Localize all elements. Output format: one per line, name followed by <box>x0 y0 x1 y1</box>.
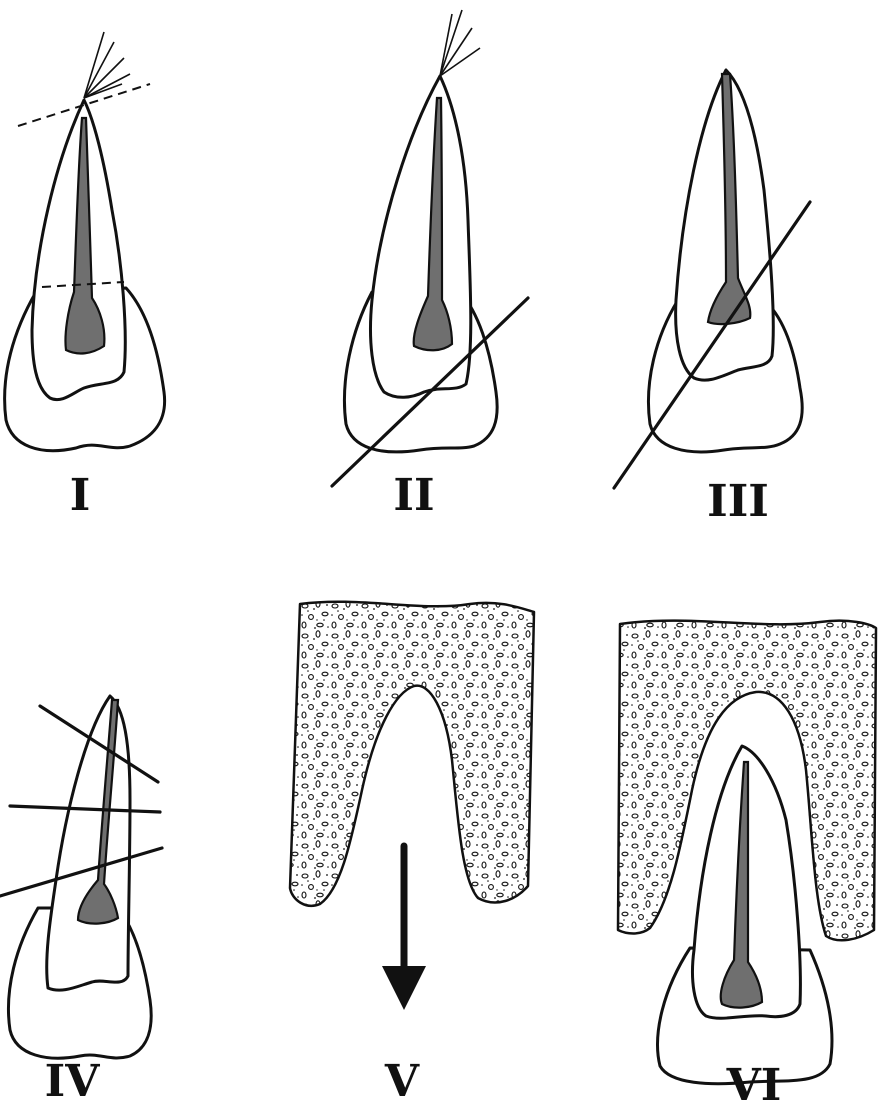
panel-i: I <box>5 32 165 521</box>
panel-label: V <box>384 1056 420 1107</box>
panel-label: I <box>70 470 91 521</box>
panel-vi: VI <box>618 621 876 1107</box>
nerve-fibers <box>440 10 480 76</box>
panel-ii: II <box>332 10 528 521</box>
root-outline <box>47 696 130 990</box>
panel-iv: IV <box>0 696 162 1107</box>
panel-label: VI <box>726 1060 782 1107</box>
nerve-fibers <box>84 32 130 98</box>
alveolar-bone-socket <box>290 602 534 906</box>
extraction-arrow-head <box>382 966 426 1010</box>
panel-iii: III <box>614 70 810 527</box>
panel-label: III <box>707 476 769 527</box>
panel-v: V <box>290 602 534 1107</box>
panel-label: II <box>393 470 434 521</box>
panel-label: IV <box>45 1056 101 1107</box>
